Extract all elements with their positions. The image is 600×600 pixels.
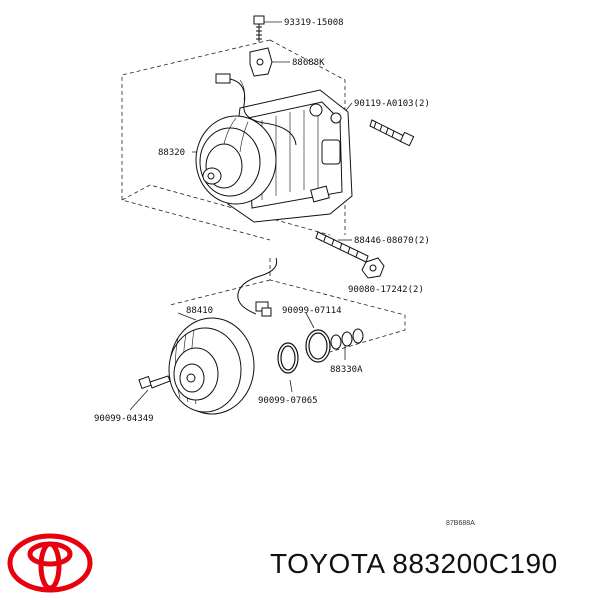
label-90080-17242: 90080-17242(2) xyxy=(348,285,424,295)
bracket-88688k-icon xyxy=(249,47,273,77)
bolt-90119-icon xyxy=(369,119,415,147)
label-93319-15008: 93319-15008 xyxy=(284,18,344,28)
label-88688k: 88688K xyxy=(292,58,325,68)
bolt-93319-icon xyxy=(253,15,265,42)
bolt-90099-04349-icon xyxy=(138,375,171,390)
label-90119-a0103: 90119-A0103(2) xyxy=(354,99,430,109)
wire-harness-icon xyxy=(215,73,297,146)
snap-ring-90099-07114-icon xyxy=(305,329,331,363)
label-88446-08070: 88446-08070(2) xyxy=(354,236,430,246)
part-number: 883200C190 xyxy=(392,548,558,579)
label-90099-07065: 90099-07065 xyxy=(258,396,318,406)
pulley-88410-icon xyxy=(168,317,255,415)
label-88320: 88320 xyxy=(158,148,185,158)
coil-harness-icon xyxy=(237,257,278,317)
compressor-88320-icon xyxy=(195,89,353,223)
label-88330a: 88330A xyxy=(330,365,363,375)
snap-ring-90099-07065-icon xyxy=(277,342,299,374)
nut-90080-icon xyxy=(361,257,385,279)
product-caption: TOYOTA 883200C190 xyxy=(270,548,590,588)
toyota-logo-icon xyxy=(7,533,93,593)
brand-name: TOYOTA xyxy=(270,548,384,579)
label-88410: 88410 xyxy=(186,306,213,316)
label-90099-07114: 90099-07114 xyxy=(282,306,342,316)
stud-88446-icon xyxy=(315,231,369,263)
label-90099-04349: 90099-04349 xyxy=(94,414,154,424)
shims-88330a-icon xyxy=(330,328,364,350)
diagram-reference-code: 87B688A xyxy=(446,520,475,527)
